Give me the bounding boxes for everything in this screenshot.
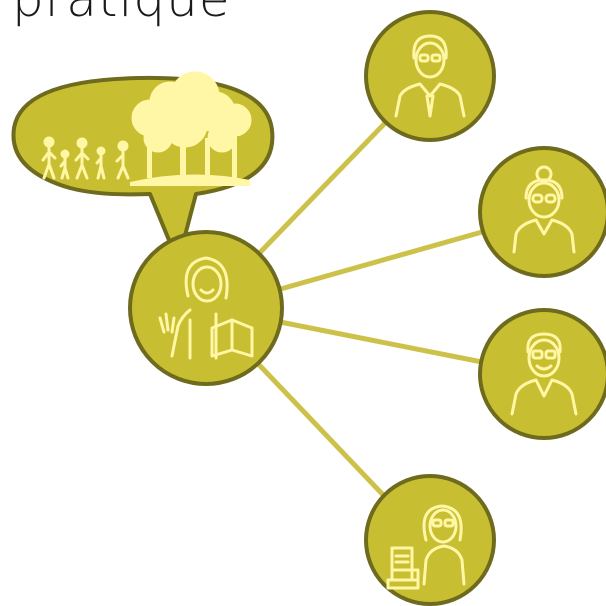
node-man-tie xyxy=(364,10,496,142)
node-woman-books xyxy=(364,474,496,606)
man-glasses-icon xyxy=(510,332,578,416)
center-node-teacher xyxy=(128,230,284,386)
older-woman-icon xyxy=(512,165,576,254)
link-to-woman-books xyxy=(242,347,391,503)
link-to-older-woman xyxy=(267,229,485,295)
man-tie-icon xyxy=(394,34,466,118)
diagram-title: pratique xyxy=(12,0,231,28)
family-walking-in-forest-icon xyxy=(41,71,252,186)
link-to-man-tie xyxy=(242,117,391,271)
woman-books-icon xyxy=(386,504,466,590)
teacher-book-icon xyxy=(158,256,254,360)
connectors xyxy=(242,117,485,503)
link-to-man-glasses xyxy=(267,317,485,365)
speech-bubble xyxy=(11,71,275,264)
node-older-woman xyxy=(478,146,606,278)
node-man-glasses xyxy=(478,308,606,440)
